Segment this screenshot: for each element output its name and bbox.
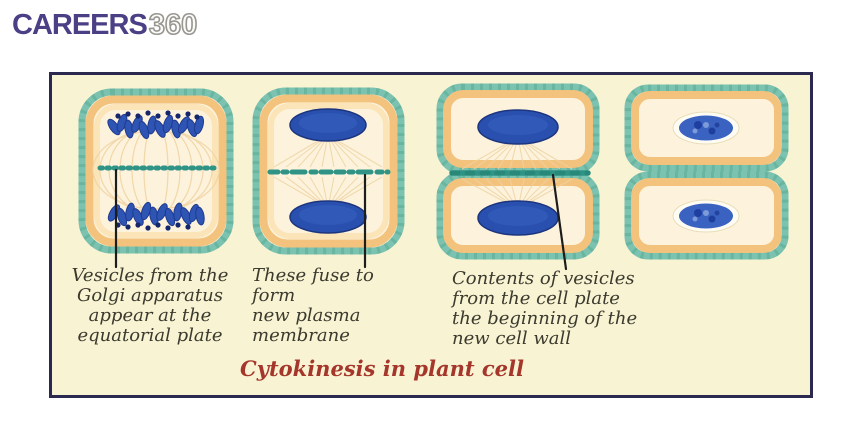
cytokinesis-diagram [78,83,789,271]
stage4-daughter-cells [624,84,789,260]
stage2-nucleus-bottom [289,200,367,234]
stage3-nucleus-top [477,109,559,145]
logo-360-text: 360 [148,9,198,41]
cytokinesis-panel: Vesicles from the Golgi apparatus appear… [49,72,813,398]
stage2-nucleus-top [289,108,367,142]
stage1-chromosomes-top [107,110,205,140]
label-stage1: Vesicles from the Golgi apparatus appear… [71,265,229,346]
logo-brand-text: CAREERS [12,9,148,41]
label-stage2: These fuse to form new plasma membrane [252,265,374,346]
stage3-nucleus-bottom [477,200,559,236]
careers360-logo: CAREERS360 [12,9,198,41]
stage1-cell [78,88,234,254]
label-stage3: Contents of vesicles from the cell plate… [452,268,638,349]
stage4-nucleus-top [672,111,740,145]
pointer-line-stage3 [551,173,568,271]
stage4-nucleus-bottom [672,199,740,233]
diagram-caption: Cytokinesis in plant cell [240,356,524,381]
stage2-cell [252,87,405,255]
stage3-cell [436,83,600,260]
